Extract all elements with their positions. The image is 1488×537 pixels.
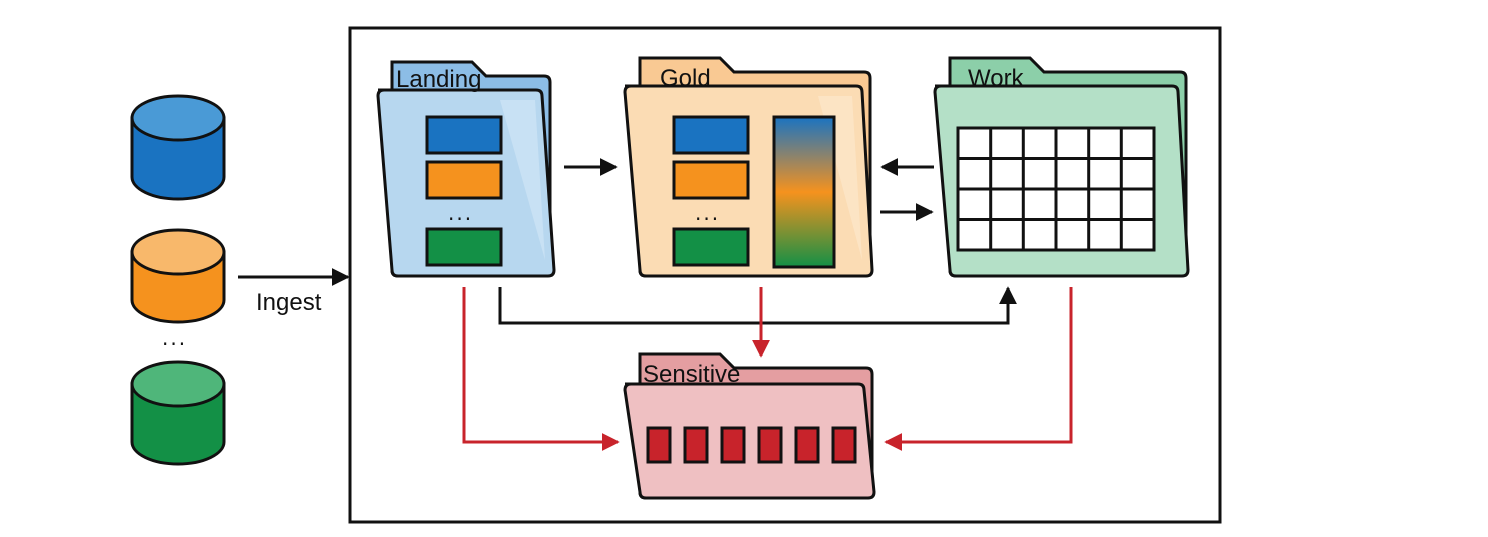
- gold-zone-folder: Gold ...: [623, 56, 874, 278]
- work-zone-folder: Work: [933, 56, 1190, 278]
- sensitive-block-3: [720, 426, 746, 464]
- sources-ellipsis: ...: [162, 326, 187, 350]
- arrow-work-to-sensitive: [884, 287, 1073, 451]
- sensitive-block-1: [646, 426, 672, 464]
- sensitive-block-4: [757, 426, 783, 464]
- landing-block-orange: [425, 160, 503, 200]
- landing-label: Landing: [396, 66, 481, 93]
- arrow-landing-to-work: [498, 286, 1017, 325]
- landing-zone-folder: Landing ...: [376, 60, 556, 278]
- gold-block-green: [672, 227, 750, 267]
- work-label: Work: [968, 65, 1025, 92]
- sensitive-block-6: [831, 426, 857, 464]
- sensitive-block-2: [683, 426, 709, 464]
- sensitive-zone-folder: Sensitive: [623, 352, 876, 500]
- sensitive-label: Sensitive: [643, 361, 740, 388]
- sensitive-block-5: [794, 426, 820, 464]
- arrow-landing-to-sensitive: [462, 287, 620, 451]
- source-db-green-icon: [130, 360, 226, 466]
- data-sources: ...: [130, 94, 226, 466]
- gold-ellipsis: ...: [695, 201, 720, 225]
- landing-block-green: [425, 227, 503, 267]
- work-table-grid: [956, 126, 1156, 252]
- gold-block-blue: [672, 115, 750, 155]
- ingest-label: Ingest: [256, 289, 322, 316]
- gold-block-orange: [672, 160, 750, 200]
- data-lake-boundary: [348, 26, 1222, 524]
- source-db-blue-icon: [130, 94, 226, 201]
- landing-ellipsis: ...: [448, 201, 473, 225]
- landing-block-blue: [425, 115, 503, 155]
- source-db-orange-icon: [130, 228, 226, 324]
- gold-gradient-block: [772, 115, 836, 269]
- gold-label: Gold: [660, 65, 711, 92]
